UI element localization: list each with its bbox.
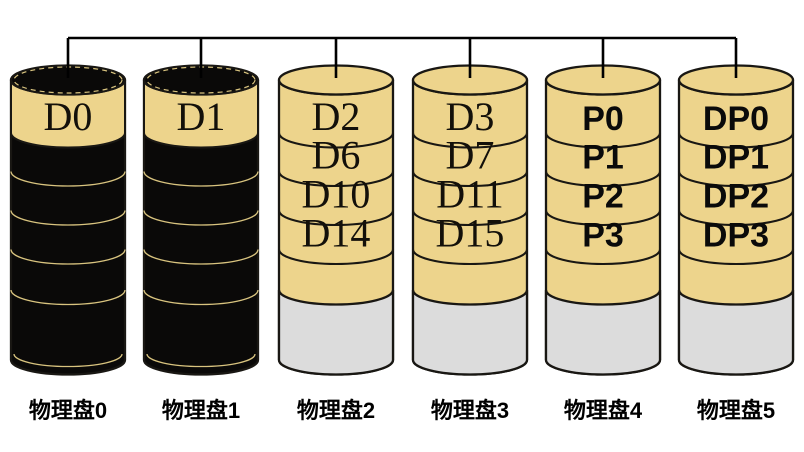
bottom-rim-highlight [146,353,256,368]
platter-divider-line [277,132,395,149]
disk-name-label: 物理盘2 [297,398,375,423]
segment-label: D1 [177,94,226,139]
physical-disk-1: D1 物理盘1 [142,64,260,423]
platter-divider-line [143,171,259,187]
platter-divider-line [10,210,126,226]
unused-capacity-region [544,289,662,376]
segment-label: DP1 [703,139,769,177]
segment-label: D0 [44,94,93,139]
physical-disk-0: D0 物理盘0 [9,64,127,423]
unused-capacity-region [677,289,795,376]
platter-divider-line [10,289,126,306]
platter-divider-line [544,132,662,149]
platter-divider-line [411,132,529,149]
segment-label: D7 [446,133,495,178]
segment-label: D14 [302,211,371,256]
platter-divider-line [544,210,662,227]
segment-label: D10 [302,172,371,217]
platter-divider-line [277,171,395,188]
segment-label: DP3 [703,217,769,255]
segment-label: P3 [582,217,624,255]
platter-divider-line [143,249,259,265]
unused-capacity-region [411,289,529,376]
unused-capacity-region [277,289,395,376]
segment-label: D2 [312,94,361,139]
segment-label: DP2 [703,178,769,216]
segment-label: D3 [446,94,495,139]
segment-label: D15 [436,211,505,256]
segment-label: P2 [582,178,624,216]
disk-name-label: 物理盘3 [431,398,509,423]
platter-divider-line [677,132,795,149]
platter-divider-line [677,171,795,188]
platter-divider-line [411,249,529,266]
platter-divider-line [411,210,529,227]
platter-divider-line [411,171,529,188]
platter-divider-line [544,249,662,266]
segment-label: P1 [582,139,624,177]
segment-label: P0 [582,100,624,138]
disk-name-label: 物理盘1 [162,398,240,423]
platter-divider-line [677,249,795,266]
disk-name-label: 物理盘5 [697,398,775,423]
platter-divider-line [277,249,395,266]
controller-bus [66,36,738,78]
platter-divider-line [677,210,795,227]
platter-divider-line [10,249,126,265]
disk-name-label: 物理盘4 [564,398,643,423]
platter-divider-line [143,289,259,306]
segment-label: DP0 [703,100,769,138]
disk-name-label: 物理盘0 [29,398,107,423]
segment-label: D6 [312,133,361,178]
platter-divider-line [143,210,259,226]
platter-divider-line [10,171,126,187]
segment-label: D11 [436,172,503,217]
platter-divider-line [277,210,395,227]
bottom-rim-highlight [13,353,123,368]
platter-divider-line [544,171,662,188]
